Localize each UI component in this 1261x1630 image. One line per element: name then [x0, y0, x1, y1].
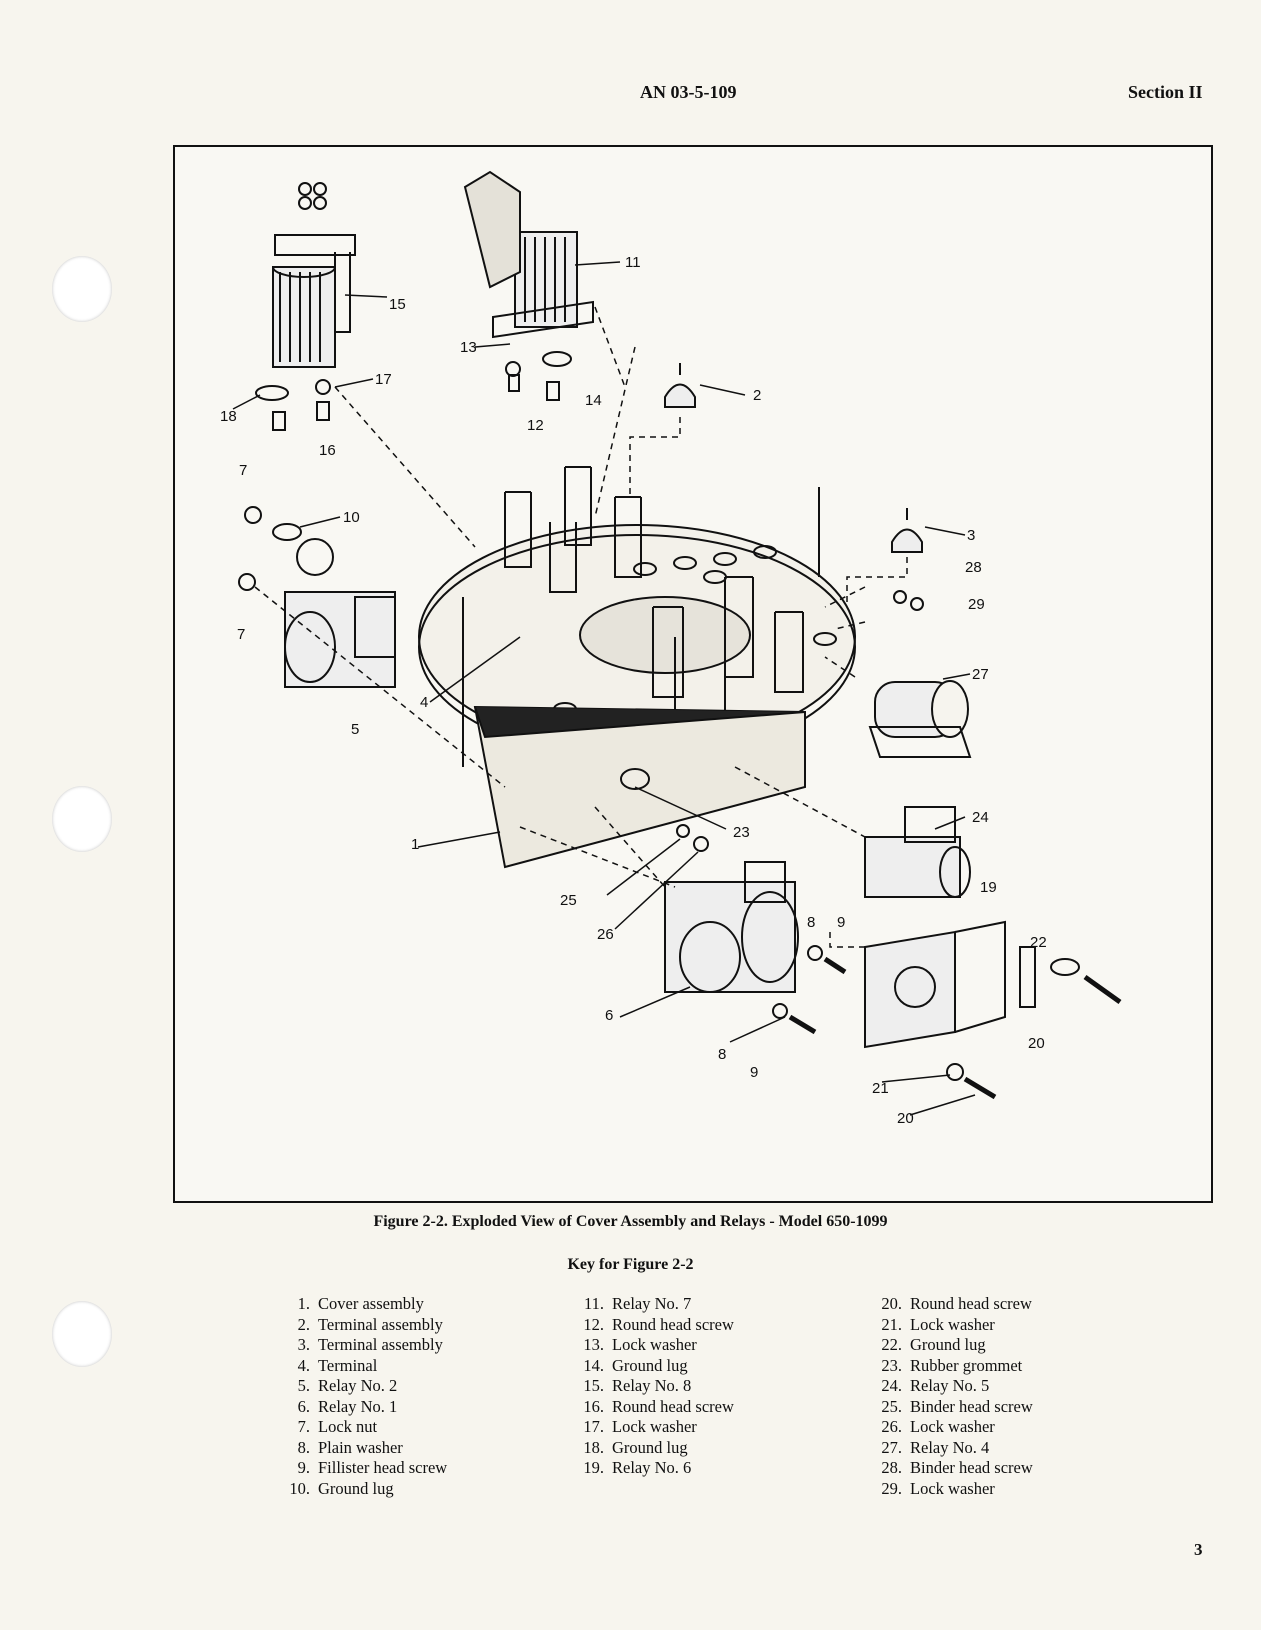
callout-8b: 8	[718, 1046, 726, 1063]
callout-26: 26	[597, 926, 614, 943]
callout-25: 25	[560, 892, 577, 909]
punch-hole-top	[52, 256, 112, 322]
key-item: 18.Ground lug	[583, 1437, 688, 1457]
callout-19: 19	[980, 879, 997, 896]
key-item: 5.Relay No. 2	[297, 1376, 398, 1395]
callout-16: 16	[319, 442, 336, 459]
callout-6: 6	[605, 1007, 613, 1024]
callout-14: 14	[585, 392, 602, 409]
key-item: 27.Relay No. 4	[881, 1437, 990, 1457]
key-item: 11.Relay No. 7	[583, 1294, 692, 1313]
key-item: 8.Plain washer	[297, 1437, 403, 1457]
punch-hole-middle	[52, 786, 112, 852]
callout-5: 5	[351, 721, 359, 738]
relay-19-drawing	[864, 920, 1036, 1049]
callout-10: 10	[343, 509, 360, 526]
figure-frame: 1 2 3 4 5 6 7 7 8 8 9 9 10 11 12 13 14 1…	[173, 145, 1213, 1203]
key-title: Key for Figure 2-2	[567, 1256, 694, 1273]
key-item: 12.Round head screw	[583, 1314, 734, 1334]
relay-24-drawing	[864, 806, 971, 898]
key-item: 13.Lock washer	[583, 1335, 697, 1354]
key-item: 24.Relay No. 5	[881, 1376, 990, 1395]
key-item: 26.Lock washer	[881, 1417, 995, 1436]
center-hole	[579, 596, 751, 674]
key-item: 17.Lock washer	[583, 1417, 697, 1436]
callout-4: 4	[420, 694, 428, 711]
punch-hole-bottom	[52, 1301, 112, 1367]
callout-17: 17	[375, 371, 392, 388]
key-item: 1.Cover assembly	[297, 1294, 424, 1313]
key-item: 7.Lock nut	[297, 1417, 378, 1436]
figure-caption: Figure 2-2. Exploded View of Cover Assem…	[373, 1213, 888, 1230]
callout-15: 15	[389, 296, 406, 313]
key-item: 4.Terminal	[297, 1355, 378, 1375]
page-number: 3	[1194, 1540, 1203, 1559]
key-item: 6.Relay No. 1	[297, 1396, 398, 1416]
key-item: 9.Fillister head screw	[297, 1458, 448, 1477]
document-id: AN 03-5-109	[640, 82, 737, 102]
key-item: 29.Lock washer	[881, 1478, 995, 1498]
key-item: 19.Relay No. 6	[583, 1458, 692, 1477]
key-item: 15.Relay No. 8	[583, 1376, 692, 1395]
callout-13: 13	[460, 339, 477, 356]
relay-27-drawing	[868, 680, 972, 758]
callout-22: 22	[1030, 934, 1047, 951]
callout-9a: 9	[837, 914, 845, 931]
relay-5-drawing	[284, 538, 396, 688]
key-item: 16.Round head screw	[583, 1396, 734, 1416]
callout-20a: 20	[1028, 1035, 1045, 1052]
callout-18: 18	[220, 408, 237, 425]
key-item: 25.Binder head screw	[881, 1396, 1033, 1416]
callout-29: 29	[968, 596, 985, 613]
terminal-assembly-3	[891, 508, 923, 553]
callout-1: 1	[411, 836, 419, 853]
relay-6-drawing	[664, 861, 799, 993]
screws-and-washers	[238, 351, 1122, 1100]
exploded-view-drawing: 1 2 3 4 5 6 7 7 8 8 9 9 10 11 12 13 14 1…	[220, 170, 1122, 1127]
callout-11: 11	[625, 254, 641, 271]
callout-21: 21	[872, 1080, 889, 1097]
key-item: 2.Terminal assembly	[297, 1314, 443, 1334]
key-item: 14.Ground lug	[583, 1355, 688, 1375]
callout-9b: 9	[750, 1064, 758, 1081]
callout-12: 12	[527, 417, 544, 434]
callout-7a: 7	[239, 462, 247, 479]
callout-23: 23	[733, 824, 750, 841]
key-item: 22.Ground lug	[881, 1335, 986, 1354]
key-column-3: 20.Round head screw 21.Lock washer 22.Gr…	[868, 1294, 1033, 1499]
section-label: Section II	[1128, 82, 1203, 102]
relay-11-drawing	[463, 170, 594, 339]
relay-15-drawing	[272, 182, 356, 368]
callout-7b: 7	[237, 626, 245, 643]
key-column-1: 1.Cover assembly 2.Terminal assembly 3.T…	[276, 1294, 447, 1499]
key-item: 21.Lock washer	[881, 1314, 995, 1334]
callout-8a: 8	[807, 914, 815, 931]
callout-28: 28	[965, 559, 982, 576]
key-column-2: 11.Relay No. 7 12.Round head screw 13.Lo…	[570, 1294, 734, 1479]
callout-2: 2	[753, 387, 761, 404]
key-item: 23.Rubber grommet	[881, 1355, 1023, 1375]
terminal-assembly-2	[664, 363, 696, 408]
callout-20b: 20	[897, 1110, 914, 1127]
callout-24: 24	[972, 809, 989, 826]
key-item: 10.Ground lug	[289, 1478, 394, 1498]
key-item: 20.Round head screw	[881, 1294, 1032, 1313]
callout-3: 3	[967, 527, 975, 544]
callout-27: 27	[972, 666, 989, 683]
key-item: 28.Binder head screw	[881, 1458, 1033, 1477]
key-item: 3.Terminal assembly	[297, 1335, 443, 1354]
